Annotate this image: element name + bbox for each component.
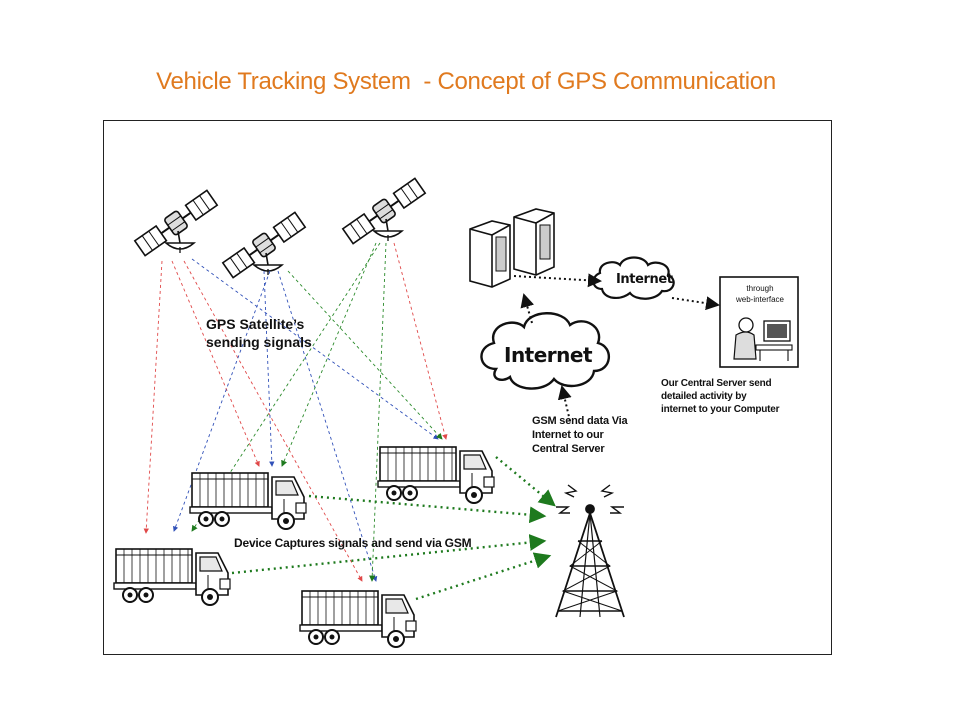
truck-icon (189, 472, 307, 530)
server-label-line: internet to your Computer (661, 404, 780, 415)
satellites-label-line: sending signals (206, 334, 312, 350)
web-interface-line: through (746, 284, 774, 293)
network-links (513, 273, 720, 422)
truck-icon (377, 446, 495, 504)
satellites-label: GPS Satellite’s sending signals (206, 315, 312, 351)
server-icon (469, 208, 555, 288)
internet-cloud-label: Internet (504, 343, 593, 367)
truck-icon (299, 590, 417, 648)
gsm-label-line: GSM send data Via (532, 415, 628, 427)
gsm-label-line: Internet to our (532, 429, 604, 441)
cell-tower-icon (555, 484, 625, 618)
satellites-label-line: GPS Satellite’s (206, 316, 305, 332)
cloud-icon (480, 312, 610, 390)
gsm-signal-lines (231, 456, 556, 601)
diagram-frame: GPS Satellite’s sending signals Device C… (103, 120, 832, 655)
cloud-icon (592, 256, 675, 300)
web-interface-line: web-interface (735, 295, 785, 304)
device-label: Device Captures signals and send via GSM (234, 536, 472, 550)
gps-signal-lines (143, 242, 448, 582)
central-server-label: Our Central Server send detailed activit… (661, 377, 780, 416)
server-label-line: Our Central Server send (661, 378, 772, 389)
page-title: Vehicle Tracking System - Concept of GPS… (156, 68, 776, 95)
server-label-line: detailed activity by (661, 391, 747, 402)
web-interface-label: through web-interface (730, 283, 790, 305)
computer-user-icon (719, 276, 799, 368)
gsm-label-line: Central Server (532, 443, 605, 455)
satellite-icon (341, 176, 427, 246)
diagram-canvas (113, 176, 799, 648)
truck-icon (113, 548, 231, 606)
internet-cloud-label-small: Internet (616, 272, 673, 287)
satellite-icon (133, 188, 219, 258)
gsm-label: GSM send data Via Internet to our Centra… (532, 414, 628, 456)
satellite-icon (221, 210, 307, 280)
